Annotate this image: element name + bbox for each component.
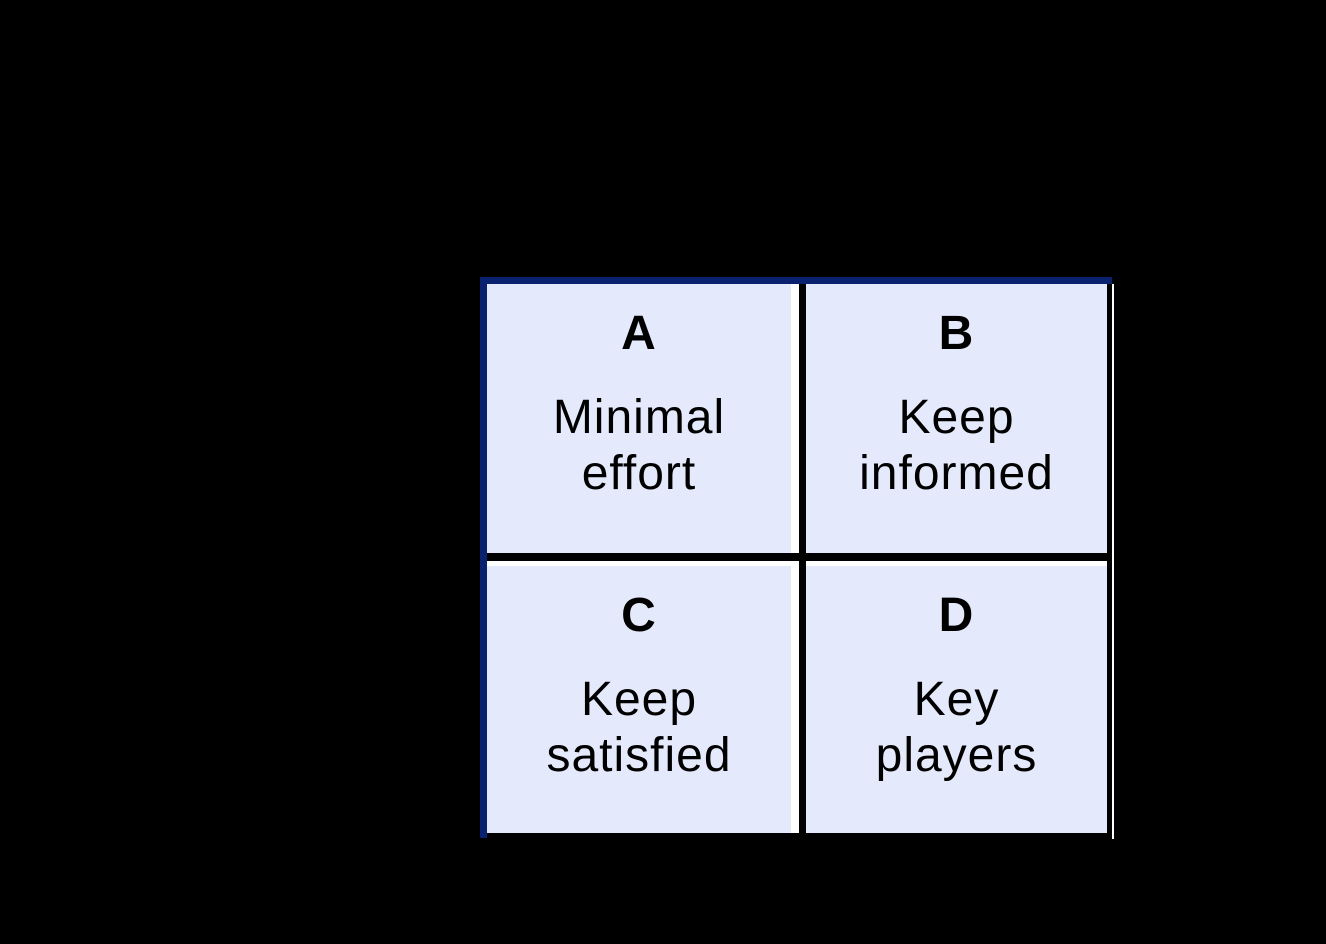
quadrant-a-cell: A Minimal effort <box>487 284 791 553</box>
quadrant-d-label: Key players <box>875 673 1038 782</box>
quadrant-c-letter: C <box>621 589 657 642</box>
quadrant-b-cell: B Keep informed <box>806 284 1107 553</box>
row-gutter-line <box>487 561 1107 566</box>
matrix-left-border <box>480 277 487 838</box>
quadrant-b-label: Keep informed <box>859 391 1054 500</box>
quadrant-d-cell: D Key players <box>806 566 1107 833</box>
quadrant-matrix: A Minimal effort B Keep informed C Keep … <box>480 277 1116 839</box>
matrix-right-border <box>1107 284 1112 839</box>
quadrant-c-cell: C Keep satisfied <box>487 566 791 833</box>
horizontal-divider-line <box>487 553 1112 561</box>
quadrant-a-label: Minimal effort <box>552 391 726 500</box>
matrix-top-border <box>480 277 1112 284</box>
quadrant-c-label: Keep satisfied <box>546 673 732 782</box>
quadrant-a-letter: A <box>621 307 657 360</box>
matrix-bottom-border <box>487 833 1112 839</box>
matrix-right-edge-highlight <box>1112 284 1114 839</box>
quadrant-b-letter: B <box>938 307 975 360</box>
vertical-divider-line <box>799 284 806 839</box>
quadrant-d-letter: D <box>938 589 975 642</box>
